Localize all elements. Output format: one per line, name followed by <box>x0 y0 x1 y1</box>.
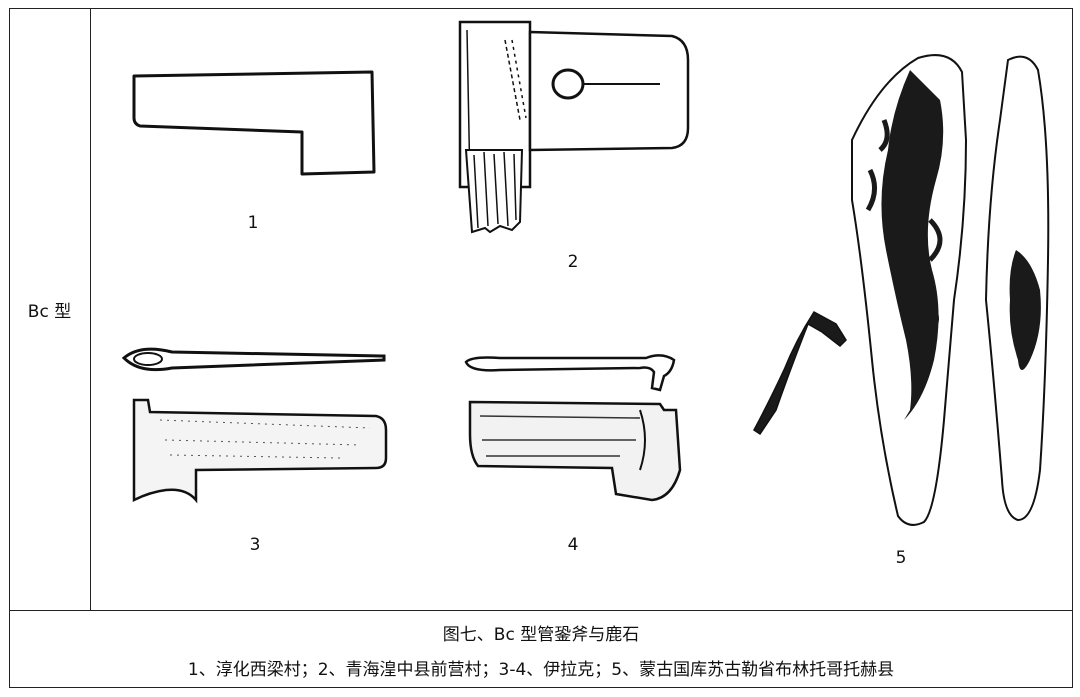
axe-4 <box>464 354 682 502</box>
figure-number-3: 3 <box>249 535 261 555</box>
axe-with-haft-2 <box>458 20 690 234</box>
caption-note: 1、淳化西梁村；2、青海湟中县前营村；3-4、伊拉克；5、蒙古国库苏古勒省布林托… <box>187 660 895 680</box>
caption-divider <box>9 610 1073 611</box>
column-divider <box>90 8 91 611</box>
figure-number-4: 4 <box>567 535 579 555</box>
figure-number-2: 2 <box>567 252 579 272</box>
caption-title: 图七、Bc 型管銎斧与鹿石 <box>442 625 640 645</box>
figure-number-5: 5 <box>895 548 907 568</box>
figure-number-1: 1 <box>247 213 259 233</box>
figure-frame <box>9 8 1073 688</box>
axe-3 <box>121 347 388 504</box>
type-label: Bc 型 <box>27 301 72 322</box>
axe-outline-1 <box>132 70 376 176</box>
deer-stone-5 <box>753 54 1050 526</box>
